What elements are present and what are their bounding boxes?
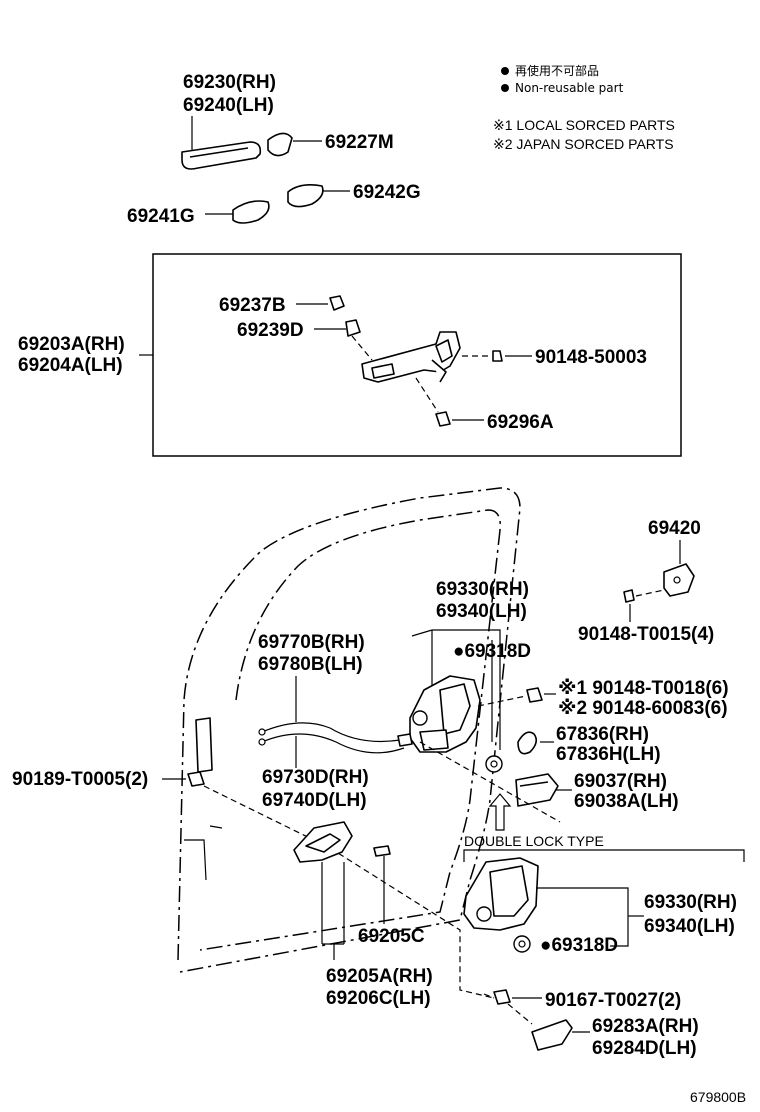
legend-non-reusable-en: Non-reusable part — [515, 81, 624, 95]
drawing-id: 679800B — [690, 1089, 746, 1105]
lock-cover-69037 — [515, 773, 559, 807]
label-69283A: 69283A(RH) — [592, 1016, 699, 1037]
label-69230: 69230(RH) — [183, 72, 276, 93]
label-69420: 69420 — [648, 518, 701, 539]
handle-frame-box: 69237B 69239D 90148-50003 69296A — [152, 253, 682, 457]
label-90148-T0018: ※1 90148-T0018(6) — [558, 678, 729, 699]
frame-clip-upper — [329, 295, 345, 311]
label-69296A: 69296A — [487, 412, 554, 433]
label-69038A: 69038A(LH) — [574, 791, 679, 812]
bracket-group: 69420 90148-T0015(4) — [578, 518, 714, 645]
frame-clip-lower — [345, 319, 361, 337]
door-hinge-plate — [195, 717, 213, 773]
label-69330-double: 69330(RH) — [644, 892, 737, 913]
legend-note-japan: ※2 JAPAN SORCED PARTS — [493, 136, 674, 152]
label-69340: 69340(LH) — [436, 601, 527, 622]
double-lock-group: DOUBLE LOCK TYPE 69330(RH) 69340(LH) ●69… — [463, 833, 745, 956]
label-69318D-double: ●69318D — [540, 935, 618, 956]
label-69205C: 69205C — [358, 926, 425, 947]
door-lock-group: 69330(RH) 69340(LH) ●69318D ※1 90148-T00… — [409, 579, 729, 831]
label-90148-50003: 90148-50003 — [535, 347, 647, 368]
door-lock-cable-1 — [261, 722, 401, 743]
label-69740D: 69740D(LH) — [262, 790, 367, 811]
screw-69296A — [435, 411, 451, 427]
label-67836H: 67836H(LH) — [556, 744, 661, 765]
handle-cap — [267, 132, 293, 157]
label-69037: 69037(RH) — [574, 771, 667, 792]
label-69203A: 69203A(RH) — [18, 334, 125, 355]
handle-cover-69283A — [531, 1019, 573, 1051]
door-outline — [177, 487, 521, 973]
label-69284D: 69284D(LH) — [592, 1038, 697, 1059]
label-69227M: 69227M — [325, 132, 394, 153]
bottom-parts-group: 90167-T0027(2) 69283A(RH) 69284D(LH) — [483, 989, 699, 1059]
legend-non-reusable-jp: 再使用不可部品 — [515, 63, 599, 78]
label-69780B: 69780B(LH) — [258, 654, 363, 675]
label-67836-rh: 67836(RH) — [556, 724, 649, 745]
handle-pad-rear — [287, 184, 324, 208]
inside-handle-group: 69205C 69205A(RH) 69206C(LH) — [293, 821, 433, 1009]
label-69242G: 69242G — [353, 182, 421, 203]
label-69206C: 69206C(LH) — [326, 988, 431, 1009]
label-69330: 69330(RH) — [436, 579, 529, 600]
label-90148-60083: ※2 90148-60083(6) — [558, 698, 728, 719]
double-lock-type-label: DOUBLE LOCK TYPE — [464, 833, 604, 849]
label-69237B: 69237B — [219, 295, 286, 316]
handle-pad-front — [232, 200, 270, 224]
legend-note-local: ※1 LOCAL SORCED PARTS — [493, 117, 675, 133]
screw-90148-50003 — [492, 350, 503, 362]
label-90167-T0027: 90167-T0027(2) — [545, 990, 681, 1011]
label-69204A: 69204A(LH) — [18, 355, 123, 376]
cable-group: 69770B(RH) 69780B(LH) 69730D(RH) 69740D(… — [258, 632, 413, 811]
clip-90189 — [187, 771, 205, 787]
label-69205A: 69205A(RH) — [326, 966, 433, 987]
outside-handle-group: 69230(RH) 69240(LH) 69227M 69241G 69242G — [127, 72, 421, 227]
clip-90189-group: 90189-T0005(2) — [12, 741, 561, 999]
door-lock-cable-2 — [261, 733, 405, 754]
outside-handle — [181, 141, 262, 170]
label-90189-T0005: 90189-T0005(2) — [12, 769, 148, 790]
label-69770B: 69770B(RH) — [258, 632, 365, 653]
screw-90148-T0015 — [623, 589, 635, 603]
label-69730D: 69730D(RH) — [262, 767, 369, 788]
screw-69205C — [373, 845, 391, 857]
label-69239D: 69239D — [237, 320, 304, 341]
label-69340-double: 69340(LH) — [644, 916, 735, 937]
screw-90167 — [493, 989, 511, 1005]
label-90148-T0015: 90148-T0015(4) — [578, 624, 714, 645]
grommet-67836 — [517, 731, 538, 755]
label-69240: 69240(LH) — [183, 95, 274, 116]
legend: 再使用不可部品 Non-reusable part ※1 LOCAL SORCE… — [493, 63, 675, 152]
label-69241G: 69241G — [127, 206, 195, 227]
screw-90148-T0018 — [526, 687, 543, 703]
